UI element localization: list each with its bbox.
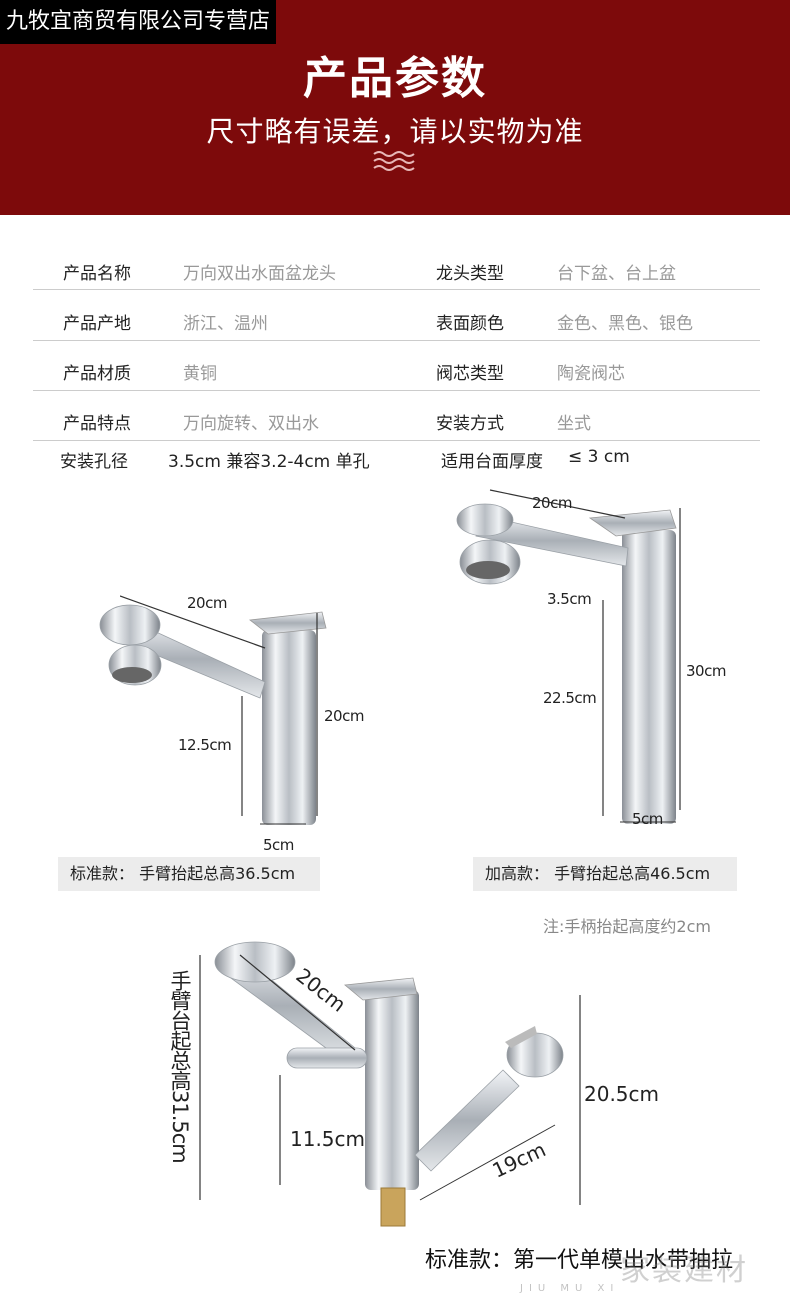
spec-value-valve: 陶瓷阀芯 xyxy=(557,364,625,384)
tall-spout-height: 22.5cm xyxy=(543,689,597,707)
wave-icon xyxy=(373,151,415,171)
pullout-faucet-image xyxy=(214,941,564,1227)
spec-value-color: 金色、黑色、银色 xyxy=(557,314,693,334)
table-divider xyxy=(33,390,760,391)
tall-faucet-image xyxy=(456,503,677,824)
spec-value-material: 黄铜 xyxy=(183,364,217,384)
page-subtitle: 尺寸略有误差，请以实物为准 xyxy=(206,115,584,148)
thickness-value: ≤ 3 cm xyxy=(568,447,630,467)
table-divider xyxy=(33,440,760,441)
standard-caption: 标准款： 手臂抬起总高36.5cm xyxy=(58,857,320,891)
spec-label-feature: 产品特点 xyxy=(63,414,131,434)
install-hole-value: 3.5cm 兼容3.2-4cm 单孔 xyxy=(168,452,370,472)
table-divider xyxy=(33,289,760,290)
spec-label-origin: 产品产地 xyxy=(63,314,131,334)
spec-label-valve: 阀芯类型 xyxy=(436,364,504,384)
pullout-dimension-lines xyxy=(199,954,581,1205)
store-name-tag: 九牧宜商贸有限公司专营店 xyxy=(0,0,277,44)
spec-value-faucet-type: 台下盆、台上盆 xyxy=(557,264,676,284)
standard-faucet-image xyxy=(99,604,327,825)
handle-note: 注:手柄抬起高度约2cm xyxy=(543,917,711,936)
table-divider xyxy=(33,340,760,341)
install-hole-label: 安装孔径 xyxy=(60,452,128,472)
tall-diameter: 3.5cm xyxy=(547,590,592,608)
tall-dimension-lines xyxy=(489,489,681,823)
page-title: 产品参数 xyxy=(303,53,487,104)
spec-label-color: 表面颜色 xyxy=(436,314,504,334)
spec-label-material: 产品材质 xyxy=(63,364,131,384)
watermark-text: 家装建材 xyxy=(620,1253,748,1288)
spec-label-name: 产品名称 xyxy=(63,264,131,284)
standard-dimension-lines xyxy=(120,595,318,825)
standard-arm-length: 20cm xyxy=(187,594,227,612)
spec-value-feature: 万向旋转、双出水 xyxy=(183,414,319,434)
standard-height: 20cm xyxy=(324,707,364,725)
pullout-caption: 标准款：第一代单模出水带抽拉 xyxy=(425,1248,734,1273)
spec-value-install: 坐式 xyxy=(557,414,591,434)
standard-base-diameter: 5cm xyxy=(263,836,294,854)
pullout-height: 20.5cm xyxy=(584,1082,660,1106)
tall-base-diameter: 5cm xyxy=(632,810,663,828)
spec-label-install: 安装方式 xyxy=(436,414,504,434)
pullout-total-height: 手臂台起总高31.5cm xyxy=(168,970,192,1163)
watermark-brand: JIU MU XI xyxy=(520,1283,620,1294)
pullout-spout-height: 11.5cm xyxy=(290,1127,366,1151)
thickness-label: 适用台面厚度 xyxy=(441,452,543,472)
standard-spout-height: 12.5cm xyxy=(178,736,232,754)
spec-label-faucet-type: 龙头类型 xyxy=(436,264,504,284)
spec-value-origin: 浙江、温州 xyxy=(183,314,268,334)
tall-height: 30cm xyxy=(686,662,726,680)
spec-value-name: 万向双出水面盆龙头 xyxy=(183,264,336,284)
tall-caption: 加高款： 手臂抬起总高46.5cm xyxy=(473,857,737,891)
tall-arm-length: 20cm xyxy=(532,494,572,512)
